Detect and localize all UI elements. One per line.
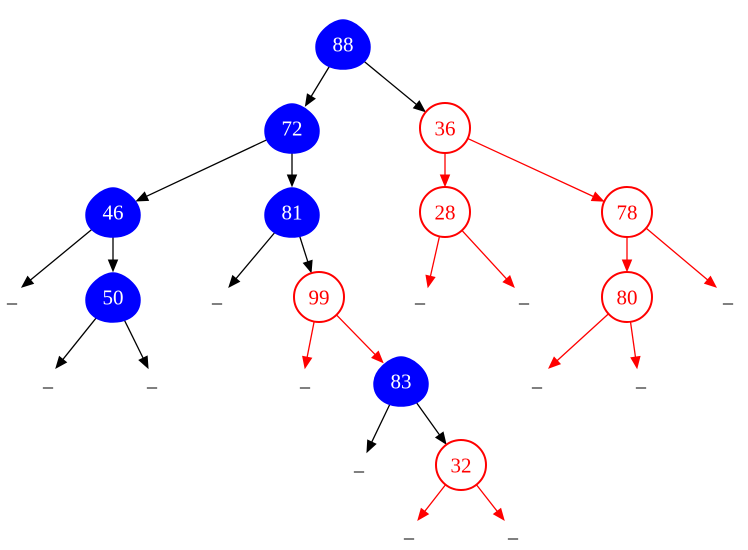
edge-n72-n81 — [286, 152, 298, 188]
nil-leaf: _ — [635, 369, 647, 391]
nil-leaves-layer: _ _ _ _ _ _ _ _ _ _ _ _ _ — [6, 285, 734, 542]
tree-node-99: 99 — [293, 271, 345, 323]
edge-n83-nil6 — [366, 402, 392, 454]
edge-n46-nil1 — [20, 226, 95, 288]
node-label: 32 — [451, 454, 472, 478]
edge-n78-n80 — [621, 236, 633, 273]
nil-leaf: _ — [518, 285, 530, 307]
edge-n32-nil7 — [417, 483, 447, 522]
node-label: 88 — [333, 33, 354, 57]
node-shape — [601, 186, 653, 238]
edge-n28-nil10 — [460, 229, 515, 288]
edge-n80-nil13 — [629, 320, 641, 370]
node-shape — [315, 19, 371, 70]
nil-leaf: _ — [146, 369, 158, 391]
tree-node-78: 78 — [601, 186, 653, 238]
edge-n50-nil2 — [55, 315, 99, 370]
edge-n81-n99 — [298, 234, 313, 274]
edge-n99-nil5 — [302, 320, 315, 370]
node-label: 72 — [282, 117, 303, 141]
edge-n99-n83 — [335, 313, 384, 364]
node-shape — [264, 103, 320, 154]
edge-n36-n28 — [439, 152, 451, 188]
edges-layer — [20, 58, 718, 522]
tree-node-88: 88 — [315, 19, 371, 70]
edge-n80-nil12 — [548, 312, 610, 369]
node-label: 80 — [617, 286, 638, 310]
tree-node-28: 28 — [419, 186, 471, 238]
node-label: 50 — [103, 286, 124, 310]
edge-n88-n36 — [361, 58, 426, 113]
nil-leaf: _ — [403, 520, 415, 542]
node-label: 46 — [103, 201, 124, 225]
edge-n78-nil11 — [644, 226, 718, 288]
nodes-layer: 88 72 36 46 81 28 78 50 99 80 83 32 — [85, 19, 653, 491]
node-shape — [419, 186, 471, 238]
node-shape — [264, 187, 320, 238]
tree-node-80: 80 — [601, 271, 653, 323]
edge-n32-nil8 — [475, 483, 505, 522]
node-label: 28 — [435, 201, 456, 225]
nil-leaf: _ — [507, 520, 519, 542]
tree-node-36: 36 — [419, 102, 471, 154]
nil-leaf: _ — [722, 285, 734, 307]
nil-leaf: _ — [42, 369, 54, 391]
node-shape — [85, 187, 141, 238]
node-shape — [419, 102, 471, 154]
node-label: 36 — [435, 117, 456, 141]
edge-n83-n32 — [414, 400, 447, 445]
node-label: 81 — [282, 201, 303, 225]
edge-n72-n46 — [135, 137, 271, 202]
tree-node-83: 83 — [373, 356, 429, 407]
node-label: 78 — [617, 201, 638, 225]
nil-leaf: _ — [6, 285, 18, 307]
node-shape — [435, 439, 487, 491]
edge-n81-nil4 — [228, 229, 278, 289]
node-shape — [85, 272, 141, 323]
edge-n46-n50 — [107, 236, 119, 273]
tree-node-72: 72 — [264, 103, 320, 154]
nil-leaf: _ — [353, 453, 365, 475]
edge-n88-n72 — [304, 64, 332, 107]
nil-leaf: _ — [211, 285, 223, 307]
nil-leaf: _ — [299, 369, 311, 391]
node-label: 99 — [309, 286, 330, 310]
tree-node-46: 46 — [85, 187, 141, 238]
tree-node-81: 81 — [264, 187, 320, 238]
node-shape — [293, 271, 345, 323]
nil-leaf: _ — [531, 369, 543, 391]
edge-n36-n78 — [466, 137, 605, 202]
node-shape — [601, 271, 653, 323]
edge-n28-nil9 — [425, 235, 441, 289]
edge-n50-nil3 — [123, 318, 149, 370]
tree-node-50: 50 — [85, 272, 141, 323]
nil-leaf: _ — [414, 285, 426, 307]
node-label: 83 — [391, 370, 412, 394]
node-shape — [373, 356, 429, 407]
tree-node-32: 32 — [435, 439, 487, 491]
